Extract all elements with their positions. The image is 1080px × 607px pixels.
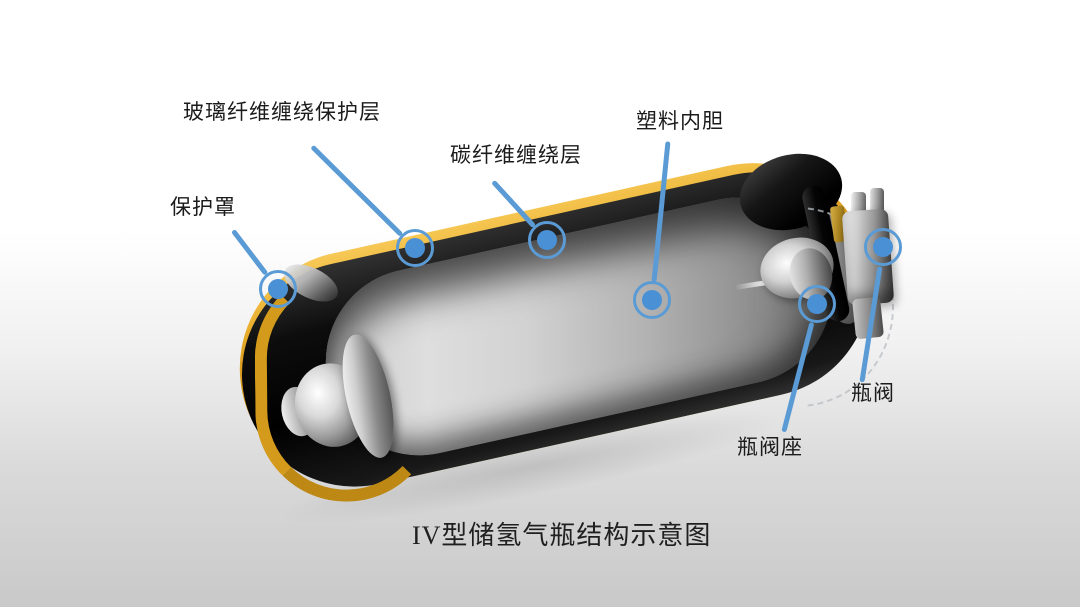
callout-marker-dot-bottle-valve-seat bbox=[807, 294, 827, 314]
label-protective-cap: 保护罩 bbox=[170, 195, 236, 219]
callout-marker-ring-plastic-liner bbox=[633, 281, 671, 319]
label-plastic-liner: 塑料内胆 bbox=[636, 109, 724, 133]
label-glass-fiber-layer: 玻璃纤维缠绕保护层 bbox=[183, 100, 381, 124]
callout-marker-dot-bottle-valve bbox=[873, 237, 893, 257]
label-bottle-valve-seat: 瓶阀座 bbox=[737, 435, 803, 459]
callout-marker-ring-glass-fiber-layer bbox=[396, 229, 434, 267]
leader-line-protective-cap bbox=[231, 228, 269, 276]
valve-port-right bbox=[870, 188, 884, 214]
label-carbon-fiber-layer: 碳纤维缠绕层 bbox=[450, 143, 582, 167]
callout-marker-ring-bottle-valve-seat bbox=[798, 285, 836, 323]
leader-line-glass-fiber-layer bbox=[310, 144, 404, 237]
figure-caption: IV型储氢气瓶结构示意图 bbox=[412, 521, 712, 550]
callout-marker-ring-carbon-fiber-layer bbox=[528, 221, 566, 259]
callout-marker-ring-bottle-valve bbox=[864, 228, 902, 266]
callout-marker-dot-carbon-fiber-layer bbox=[537, 230, 557, 250]
callout-marker-dot-protective-cap bbox=[268, 279, 288, 299]
callout-marker-dot-plastic-liner bbox=[642, 290, 662, 310]
label-bottle-valve: 瓶阀 bbox=[851, 381, 895, 405]
callout-marker-dot-glass-fiber-layer bbox=[405, 238, 425, 258]
callout-marker-ring-protective-cap bbox=[259, 270, 297, 308]
